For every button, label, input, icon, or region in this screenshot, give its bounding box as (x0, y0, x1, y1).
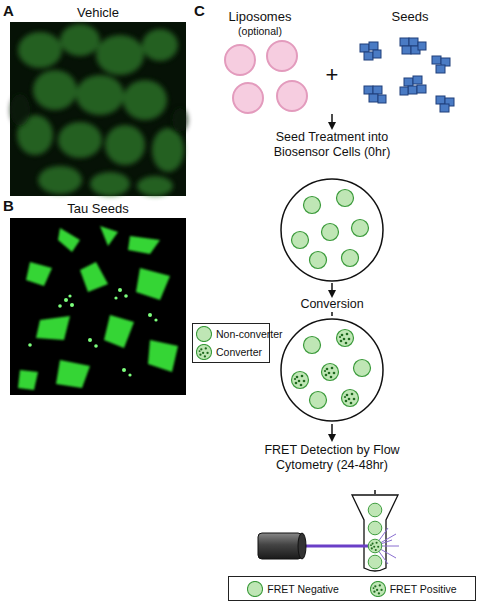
annotation: Liposomes (215, 9, 305, 25)
annotation: Conversion (282, 297, 382, 312)
legend-text: Converter (216, 346, 262, 358)
panel-letter: A (3, 2, 23, 20)
legend-item: FRET Positive (370, 581, 457, 597)
legend-item: Converter (196, 344, 262, 360)
cell-icon (196, 326, 212, 342)
annotation: Seeds (375, 9, 445, 25)
panel-title: Vehicle (10, 5, 186, 20)
image-panel: Vehicle (10, 22, 186, 196)
panel-title: Tau Seeds (10, 201, 186, 216)
legend-text: FRET Negative (267, 583, 339, 595)
flow-cytometer (258, 495, 399, 571)
legend-box: FRET Negative FRET Positive (228, 576, 476, 601)
legend-box: Non-converterConverter (192, 323, 270, 363)
tau-seeds (360, 38, 454, 112)
legend-text: FRET Positive (390, 583, 457, 595)
annotation: (optional) (220, 25, 300, 38)
converter-icon (370, 581, 386, 597)
panel-letter: B (3, 197, 23, 215)
legend-item: Non-converter (196, 326, 283, 342)
converter-icon (196, 344, 212, 360)
annotation: FRET Detection by Flow Cytometry (24-48h… (250, 443, 414, 473)
annotation: + (322, 62, 342, 88)
cell-dish (281, 319, 383, 421)
legend-text: Non-converter (216, 328, 283, 340)
annotation: Seed Treatment into Biosensor Cells (0hr… (257, 130, 407, 160)
cell-icon (247, 581, 263, 597)
legend-item: FRET Negative (247, 581, 339, 597)
image-panel: Tau Seeds (10, 218, 186, 395)
tau-seeds-micrograph (10, 218, 186, 395)
vehicle-micrograph (10, 22, 188, 196)
liposomes (225, 41, 307, 113)
panel-letter: C (194, 2, 214, 20)
cell-dish (281, 179, 383, 281)
